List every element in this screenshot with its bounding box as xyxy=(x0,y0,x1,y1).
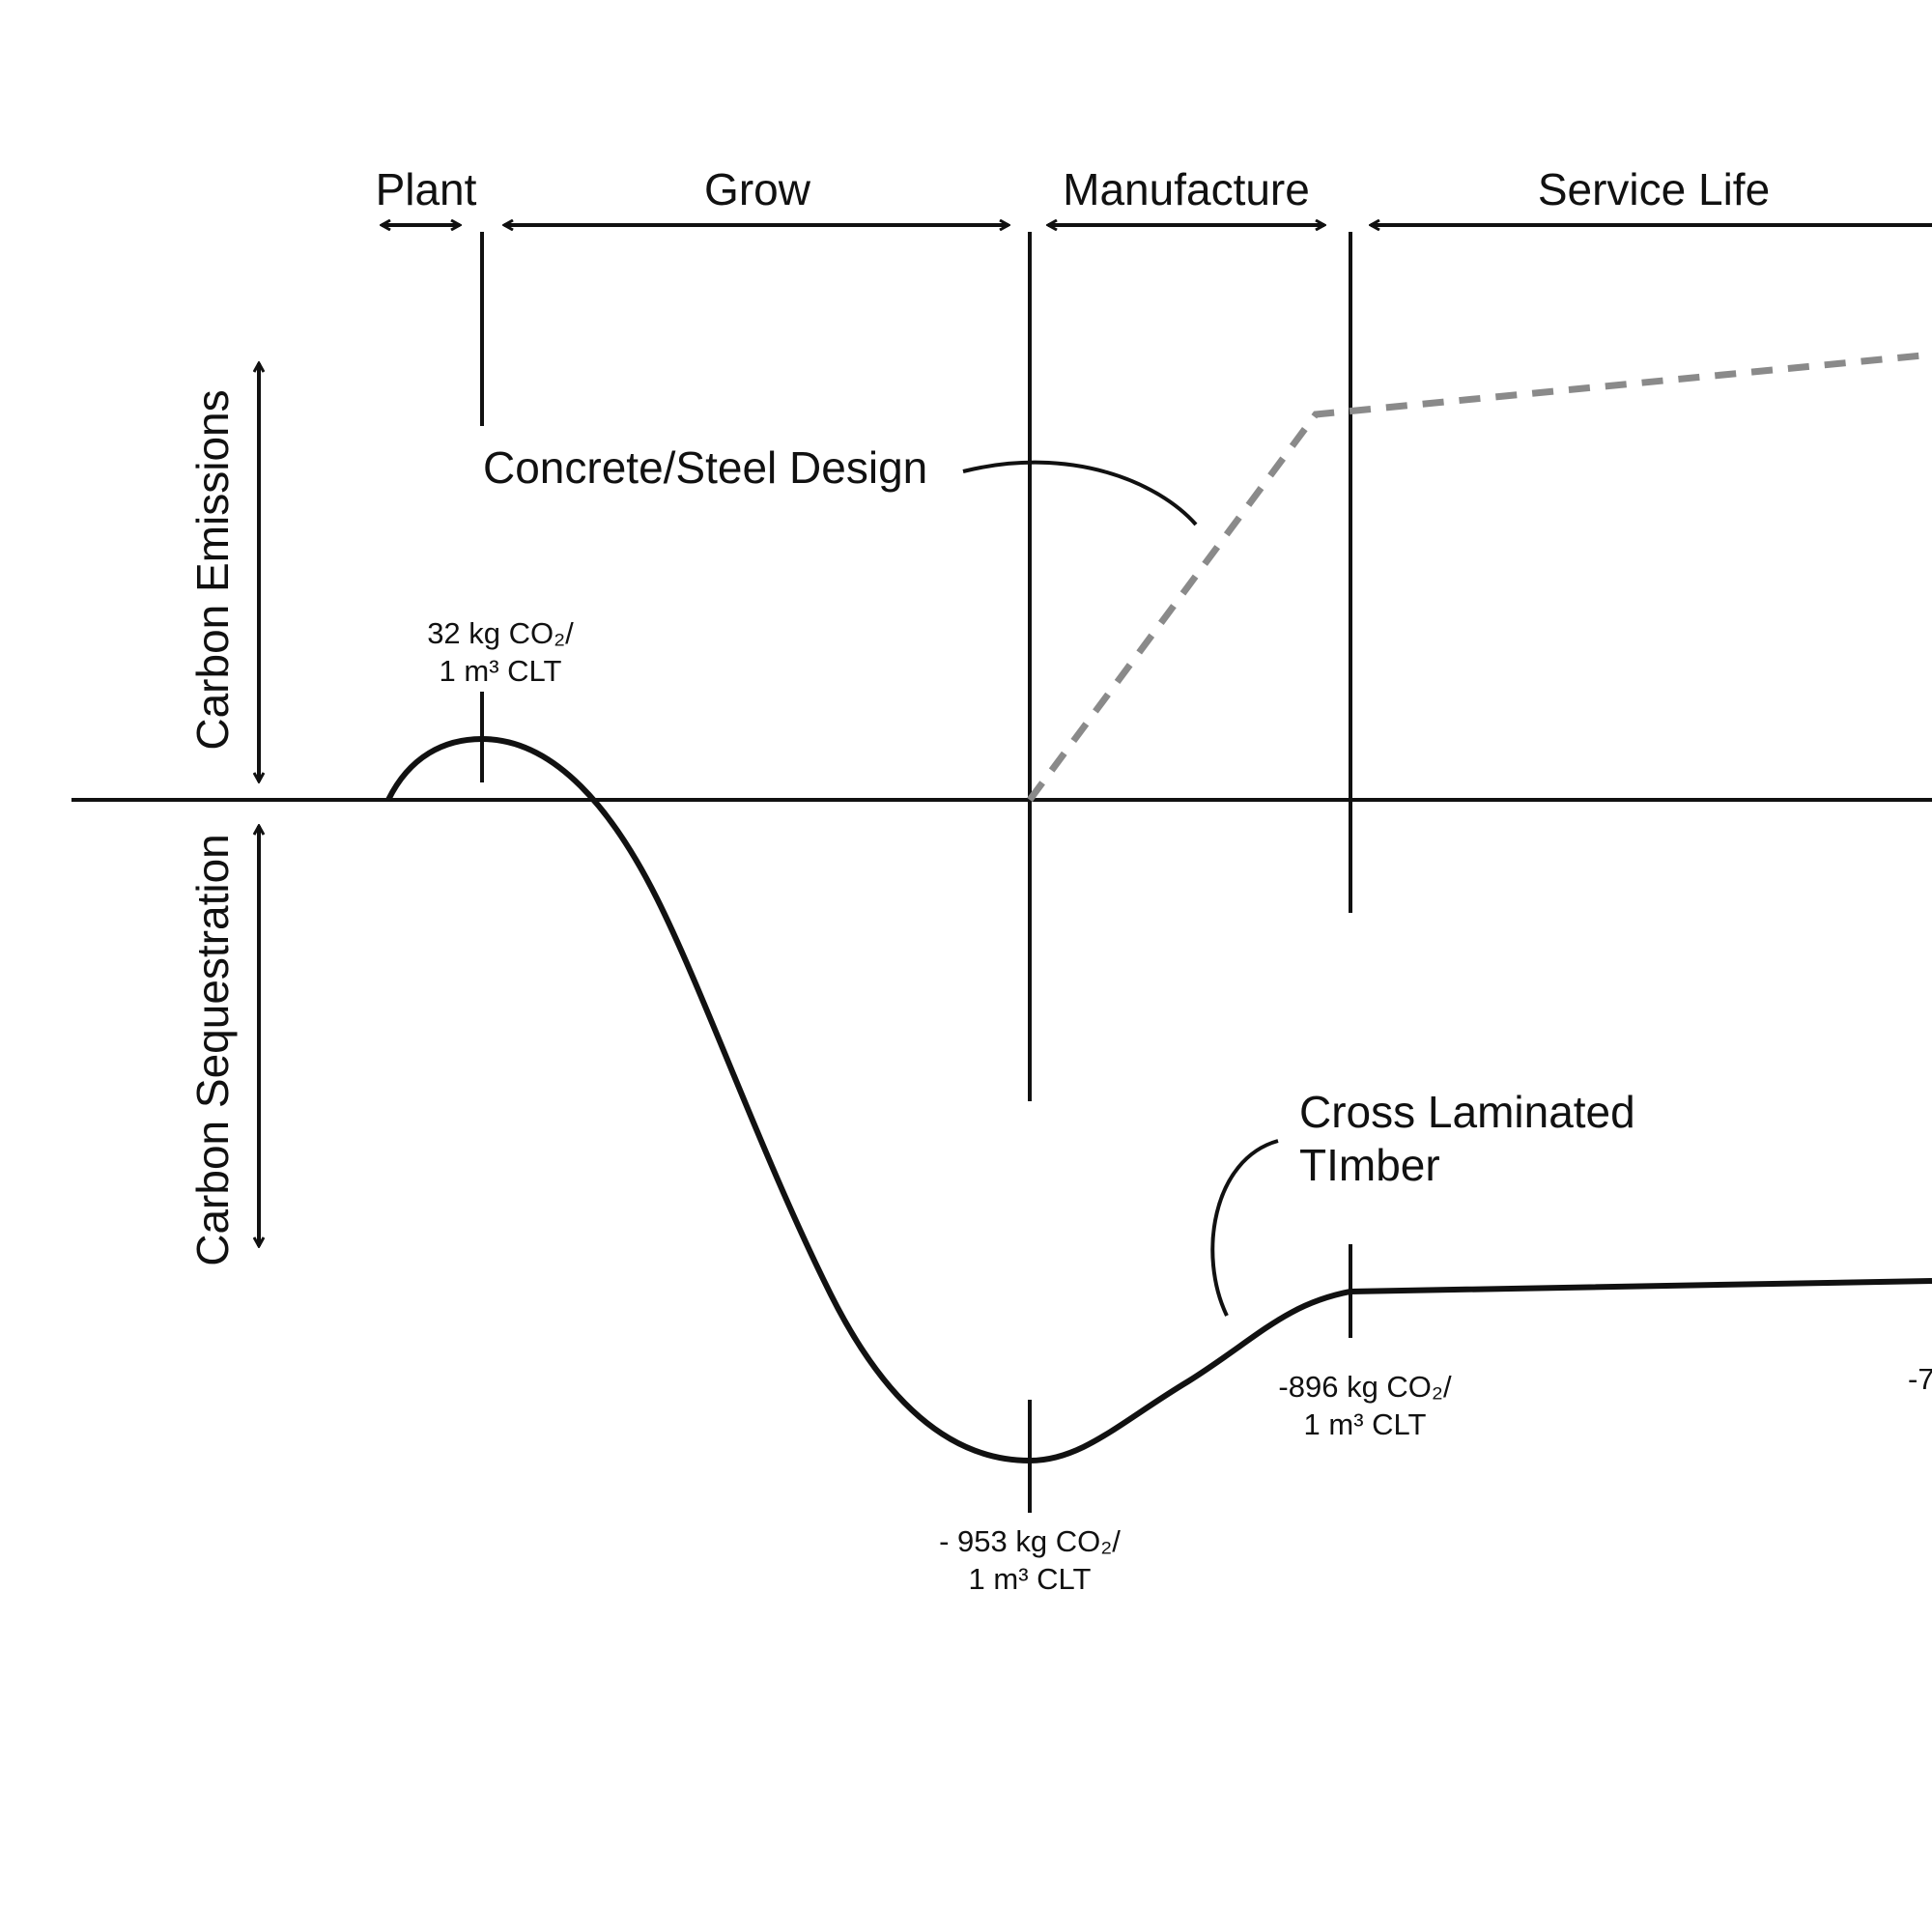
concrete-steel-leader xyxy=(962,460,1198,526)
axis-label-sequestration: Carbon Sequestration xyxy=(187,834,238,1266)
stage-label-grow: Grow xyxy=(704,164,811,214)
stage-label-plant: Plant xyxy=(376,164,477,214)
axis-label-emissions: Carbon Emissions xyxy=(187,389,238,750)
plant-peak-value-line2: 1 m³ CLT xyxy=(440,654,562,688)
manufacture-end-value-line2: 1 m³ CLT xyxy=(1304,1407,1427,1441)
clt-series-curve xyxy=(385,735,1932,1464)
manufacture-end-value-line1: -896 kg CO₂/ xyxy=(1278,1370,1452,1404)
stage-label-service-life: Service Life xyxy=(1538,164,1770,214)
grow-trough-value-line2: 1 m³ CLT xyxy=(969,1562,1092,1596)
grow-trough-value-line1: - 953 kg CO₂/ xyxy=(939,1524,1121,1558)
stage-label-manufacture: Manufacture xyxy=(1063,164,1310,214)
clt-label-line1: Cross Laminated xyxy=(1299,1087,1635,1137)
clt-leader xyxy=(1210,1139,1279,1317)
service-life-end-value-partial: -7 xyxy=(1908,1362,1932,1396)
clt-label-line2: TImber xyxy=(1299,1140,1440,1190)
plant-peak-value-line1: 32 kg CO₂/ xyxy=(427,616,574,650)
concrete-steel-series-line xyxy=(1027,351,1932,803)
concrete-steel-label: Concrete/Steel Design xyxy=(483,442,927,493)
